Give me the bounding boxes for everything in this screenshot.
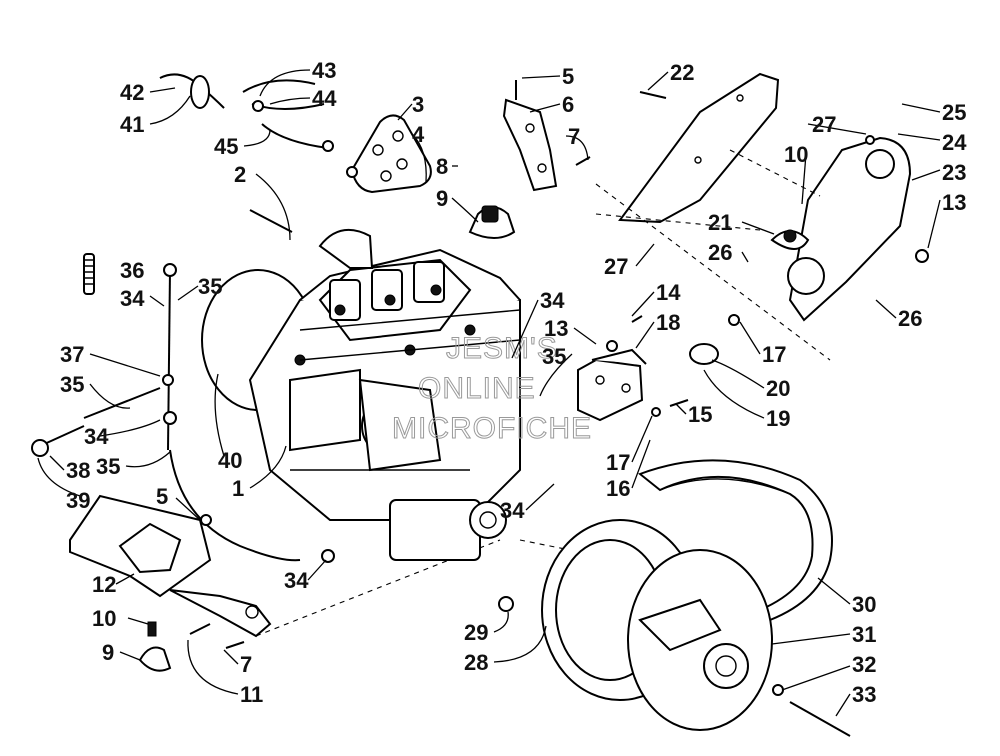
- callout-34-lower: 34: [500, 498, 525, 523]
- callout-11: 11: [240, 682, 263, 707]
- callout-27-lower: 27: [604, 254, 628, 279]
- torque-bracket-drawing: [618, 72, 929, 322]
- callout-31: 31: [852, 622, 876, 647]
- callout-22: 22: [670, 60, 694, 85]
- callout-9-lower: 9: [102, 640, 114, 665]
- callout-8: 8: [436, 154, 448, 179]
- hose-assembly-drawing: [159, 73, 334, 152]
- callout-12: 12: [92, 572, 116, 597]
- callout-35-center: 35: [542, 344, 566, 369]
- callout-38: 38: [66, 458, 90, 483]
- callout-17-right: 17: [762, 342, 786, 367]
- callout-16: 16: [606, 476, 630, 501]
- upper-bracket-drawing: [468, 80, 591, 239]
- callout-41: 41: [120, 112, 144, 137]
- callout-32: 32: [852, 652, 876, 677]
- callout-37: 37: [60, 342, 84, 367]
- callout-10-top: 10: [784, 142, 808, 167]
- callout-1: 1: [232, 476, 244, 501]
- callout-13-center: 13: [544, 316, 568, 341]
- callout-17-center: 17: [606, 450, 630, 475]
- callout-34-bottom: 34: [284, 568, 309, 593]
- callout-5-lower: 5: [156, 484, 168, 509]
- callout-35-top: 35: [198, 274, 222, 299]
- callout-44: 44: [312, 86, 337, 111]
- callout-9-top: 9: [436, 186, 448, 211]
- callout-4: 4: [412, 122, 425, 147]
- callout-26-upper: 26: [708, 240, 732, 265]
- callout-2: 2: [234, 162, 246, 187]
- callout-39: 39: [66, 488, 90, 513]
- callout-34-left-top: 34: [120, 286, 145, 311]
- callout-34-left-mid: 34: [84, 424, 109, 449]
- rear-plate-drawing: [577, 314, 740, 422]
- callout-18: 18: [656, 310, 680, 335]
- callout-5-top: 5: [562, 64, 574, 89]
- callout-20: 20: [766, 376, 790, 401]
- callout-14: 14: [656, 280, 681, 305]
- callout-28: 28: [464, 650, 488, 675]
- callout-40: 40: [218, 448, 242, 473]
- callout-36: 36: [120, 258, 144, 283]
- callout-30: 30: [852, 592, 876, 617]
- callout-6: 6: [562, 92, 574, 117]
- tie-rod-drawing: [31, 253, 301, 562]
- callout-42: 42: [120, 80, 144, 105]
- callout-7-top: 7: [568, 124, 580, 149]
- engine-block-drawing: [201, 209, 521, 561]
- callout-35-left: 35: [60, 372, 84, 397]
- watermark-line-2: ONLINE: [418, 372, 536, 405]
- watermark: JESM'S ONLINE MICROFICHE: [392, 332, 592, 446]
- callout-24: 24: [942, 130, 967, 155]
- callout-3: 3: [412, 92, 424, 117]
- callout-13-right: 13: [942, 190, 966, 215]
- callout-26-lower: 26: [898, 306, 922, 331]
- callout-29: 29: [464, 620, 488, 645]
- watermark-line-3: MICROFICHE: [392, 412, 592, 445]
- callout-25: 25: [942, 100, 966, 125]
- callout-45: 45: [214, 134, 238, 159]
- drive-clutch-drawing: [498, 459, 851, 737]
- callout-10-lower: 10: [92, 606, 116, 631]
- callout-27-upper: 27: [812, 112, 836, 137]
- callout-numbers: 42 41 43 44 45 3 4 2 5 6 7 8 9 22 27 10 …: [60, 58, 967, 707]
- callout-35-lower: 35: [96, 454, 120, 479]
- callout-15: 15: [688, 402, 712, 427]
- callout-34-center: 34: [540, 288, 565, 313]
- callout-43: 43: [312, 58, 336, 83]
- callout-7-lower: 7: [240, 652, 252, 677]
- callout-21: 21: [708, 210, 732, 235]
- lower-mount-plate-drawing: [69, 494, 335, 672]
- callout-19: 19: [766, 406, 790, 431]
- callout-23: 23: [942, 160, 966, 185]
- callout-33: 33: [852, 682, 876, 707]
- mount-plate-drawing: [346, 114, 432, 194]
- callout-leaders: [37, 69, 941, 717]
- watermark-line-1: JESM'S: [446, 332, 558, 365]
